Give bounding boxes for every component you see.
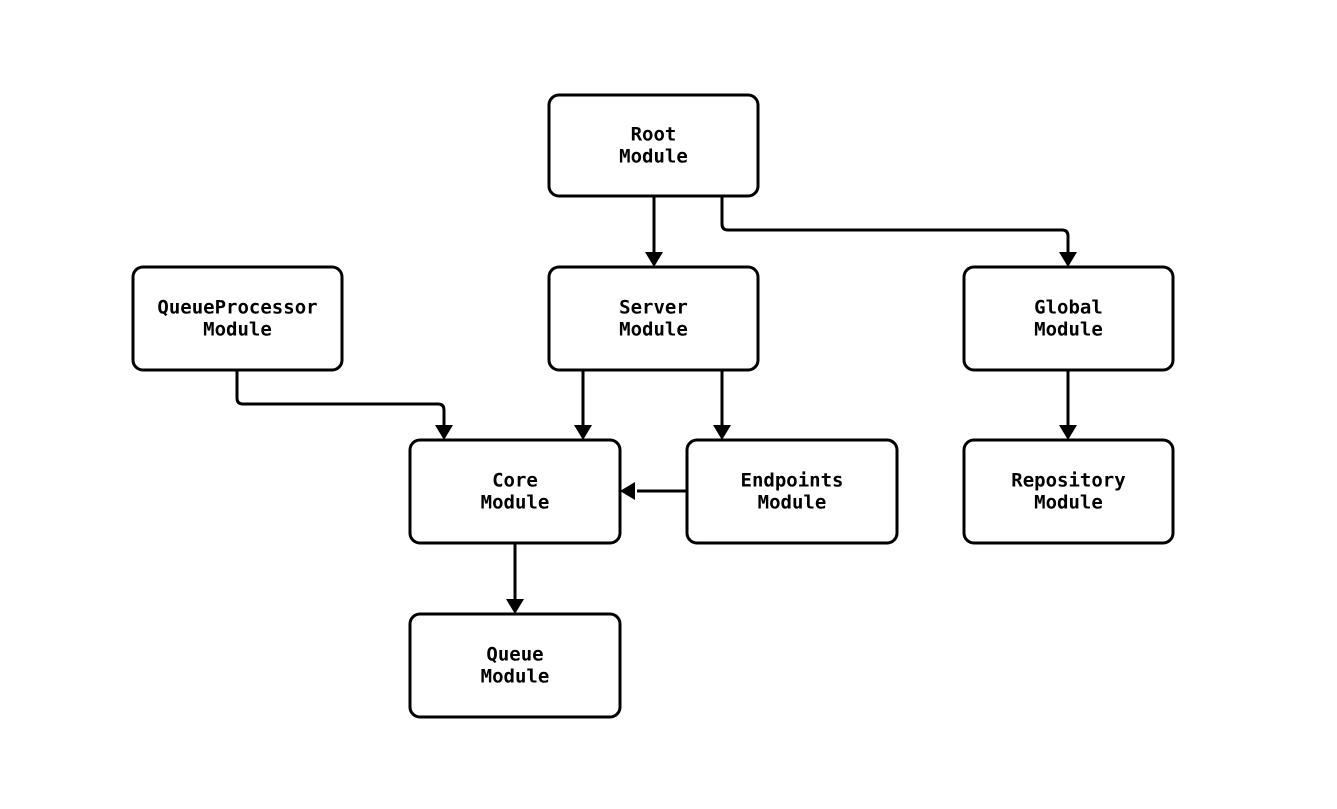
node-label-line2-root: Module	[619, 145, 688, 167]
arrowhead-icon-global-to-repository	[1059, 425, 1077, 440]
node-box-repository[interactable]	[962, 438, 1175, 545]
edge-core-to-queue	[506, 543, 524, 614]
node-box-core[interactable]	[408, 438, 622, 545]
edge-root-to-global	[720, 196, 1077, 267]
node-label-line1-core: Core	[492, 469, 538, 491]
node-box-queue[interactable]	[408, 612, 622, 719]
node-label-line2-queueprocessor: Module	[203, 318, 272, 340]
arrowhead-icon-endpoints-to-core	[620, 482, 635, 500]
node-label-line2-core: Module	[481, 491, 550, 513]
node-label-line1-global: Global	[1034, 296, 1103, 318]
arrowhead-icon-root-to-global	[1059, 252, 1077, 267]
node-label-line1-queue: Queue	[486, 643, 543, 665]
node-label-line1-repository: Repository	[1011, 469, 1125, 491]
edge-line-root-to-global	[720, 196, 1070, 252]
node-label-line2-server: Module	[619, 318, 688, 340]
arrowhead-icon-root-to-server	[645, 252, 663, 267]
edge-global-to-repository	[1059, 370, 1077, 440]
node-label-line2-global: Module	[1034, 318, 1103, 340]
arrowhead-icon-core-to-queue	[506, 599, 524, 614]
node-box-endpoints[interactable]	[685, 438, 899, 545]
node-label-line1-queueprocessor: QueueProcessor	[157, 296, 317, 318]
node-label-line1-server: Server	[619, 296, 688, 318]
edge-server-to-core	[574, 370, 592, 440]
edge-queueprocessor-to-core	[235, 370, 453, 440]
node-label-line2-queue: Module	[481, 665, 550, 687]
edges-layer	[235, 196, 1077, 614]
arrowhead-icon-server-to-core	[574, 425, 592, 440]
edge-root-to-server	[645, 196, 663, 267]
node-label-line2-repository: Module	[1034, 491, 1103, 513]
node-box-global[interactable]	[962, 265, 1175, 372]
node-label-line1-root: Root	[631, 123, 677, 145]
node-box-server[interactable]	[547, 265, 760, 372]
node-box-root[interactable]	[547, 93, 760, 198]
node-box-queueprocessor[interactable]	[131, 265, 344, 372]
edge-line-queueprocessor-to-core	[235, 370, 446, 425]
arrowhead-icon-server-to-endpoints	[713, 425, 731, 440]
arrowhead-icon-queueprocessor-to-core	[435, 425, 453, 440]
edge-server-to-endpoints	[713, 370, 731, 440]
edge-endpoints-to-core	[620, 482, 687, 500]
node-label-line2-endpoints: Module	[758, 491, 827, 513]
node-label-line1-endpoints: Endpoints	[741, 469, 844, 491]
